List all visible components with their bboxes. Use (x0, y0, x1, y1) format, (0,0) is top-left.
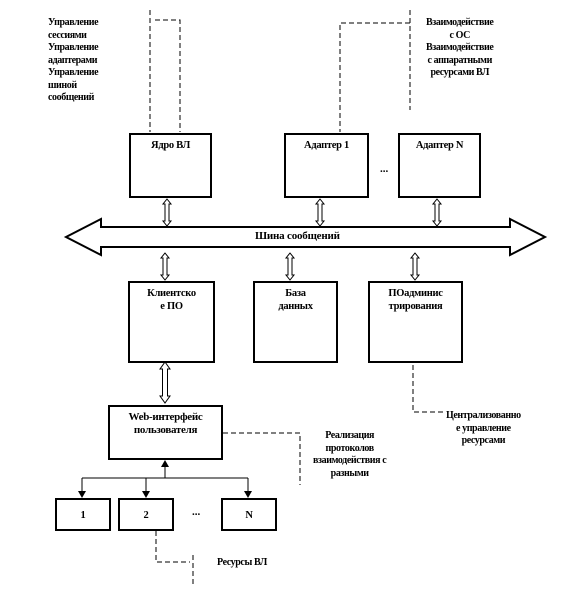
message-bus-arrow (63, 217, 548, 257)
client-sw-label: Клиентско е ПО (130, 287, 213, 313)
connector-database-bus (284, 252, 296, 281)
note-line: шиной (48, 79, 77, 91)
note-line: Управление (48, 17, 99, 28)
centralized-note: Централизованно е управление ресурсами (446, 410, 521, 448)
client-sw-label-line: Клиентско (147, 288, 196, 299)
adapterN-label: Адаптер N (415, 140, 464, 151)
note-line: Взаимодействие (426, 17, 494, 28)
os-annotation-leader (339, 10, 411, 132)
protocols-note: Реализация протоколов взаимодействия с р… (313, 430, 387, 480)
note-line: Централизованно (446, 410, 521, 421)
note-line: ресурсами (461, 435, 506, 446)
adapterN-box: Адаптер N (398, 133, 481, 198)
note-line: Взаимодействие (426, 42, 494, 53)
node-1-box: 1 (55, 498, 111, 531)
core-box: Ядро ВЛ (129, 133, 212, 198)
connector-client-webui (159, 361, 171, 404)
core-functions-note: Управление сессиями Управление адаптерам… (48, 17, 99, 105)
adapter1-label: Адаптер 1 (304, 140, 349, 151)
note-line: взаимодействия с (313, 455, 387, 466)
bottom-annotation-leaders (155, 365, 446, 585)
node-tree-arrowheads (78, 460, 252, 498)
note-line: с ОС (449, 29, 470, 41)
connector-client-bus (159, 252, 171, 281)
os-interaction-note: Взаимодействие с ОС Взаимодействие с апп… (426, 17, 494, 80)
note-line: сессиями (48, 29, 87, 41)
node-2-label: 2 (143, 510, 149, 521)
note-line: адаптерами (48, 54, 98, 66)
note-line: е управление (455, 422, 511, 434)
scheduler-label: ПОадминис трирования (370, 287, 461, 313)
client-sw-box: Клиентско е ПО (128, 281, 215, 363)
node-N-label: N (245, 510, 253, 521)
scheduler-label-line: ПОадминис (388, 288, 443, 299)
database-label: База данных (255, 287, 336, 313)
scheduler-box: ПОадминис трирования (368, 281, 463, 363)
client-sw-label-line: е ПО (160, 301, 183, 312)
note-line: протоколов (325, 442, 375, 454)
connector-adapterN-bus (431, 198, 443, 227)
core-label: Ядро ВЛ (151, 140, 190, 151)
resources-note: Ресурсы ВЛ (217, 557, 267, 568)
web-ui-label-line: Web-интерфейс (128, 411, 203, 423)
node-2-box: 2 (118, 498, 174, 531)
note-line: с аппаратными (427, 54, 492, 66)
note-line: Управление (48, 42, 99, 53)
database-label-line: База (285, 288, 306, 299)
web-ui-label-line: пользователя (133, 424, 198, 436)
database-box: База данных (253, 281, 338, 363)
nodes-ellipsis: ... (192, 506, 201, 518)
node-1-label: 1 (80, 510, 86, 521)
connector-adapter1-bus (314, 198, 326, 227)
bus-connectors (159, 198, 443, 404)
node-tree (81, 466, 249, 493)
connector-scheduler-bus (409, 252, 421, 281)
adapter1-box: Адаптер 1 (284, 133, 369, 198)
note-line: Управление (48, 67, 99, 78)
note-line: ресурсами ВЛ (430, 67, 490, 78)
note-line: сообщений (48, 92, 95, 103)
database-label-line: данных (278, 301, 313, 312)
connector-core-bus (161, 198, 173, 227)
web-ui-label: Web-интерфейс пользователя (110, 411, 221, 437)
note-line: Реализация (325, 430, 375, 441)
note-line: разными (330, 467, 369, 479)
scheduler-label-line: трирования (388, 301, 443, 312)
message-bus-label: Шина сообщений (255, 230, 340, 242)
node-N-box: N (221, 498, 277, 531)
adapters-ellipsis: ... (380, 163, 389, 175)
core-annotation-leader (149, 10, 181, 132)
web-ui-box: Web-интерфейс пользователя (108, 405, 223, 460)
